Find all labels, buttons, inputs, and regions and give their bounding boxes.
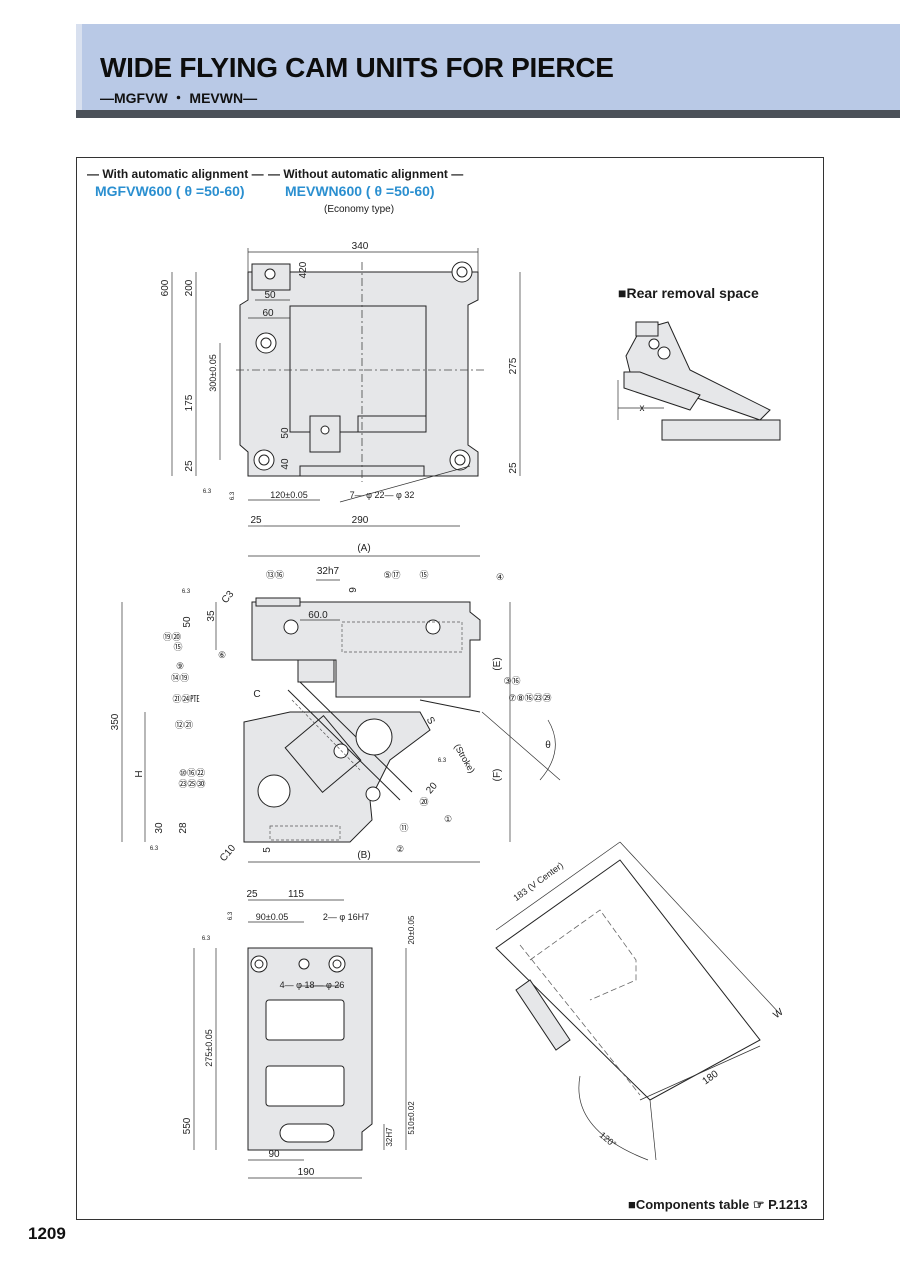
callout: ⑤⑰ <box>383 570 400 580</box>
callout: ⑳ <box>419 797 428 807</box>
dim-60: 60 <box>262 308 274 319</box>
economy-type-note: (Economy type) <box>324 204 395 215</box>
roughness-mark: 6.3 <box>203 489 212 495</box>
callout: ⑬⑯ <box>266 570 284 580</box>
dim-35: 35 <box>206 610 217 622</box>
dim-510: 510±0.02 <box>407 1101 416 1135</box>
dim-550: 550 <box>182 1117 193 1134</box>
with-alignment-heading: — With automatic alignment — <box>87 167 264 181</box>
rear-removal-title: ■Rear removal space <box>618 285 759 301</box>
callout: ③⑯ <box>503 676 520 686</box>
dim-25c: 25 <box>250 515 262 526</box>
callout: ⑭⑲ <box>171 673 189 683</box>
callout: ⑲⑳ <box>163 632 181 642</box>
without-alignment-model: MEVWN600 ( θ =50-60) <box>285 183 435 199</box>
page-subtitle: —MGFVW ・ MEVWN— <box>100 90 258 106</box>
dim-50: 50 <box>264 290 276 301</box>
roughness-mark: 6.3 <box>230 491 236 500</box>
callout: ② <box>396 844 404 854</box>
callout: ⑪ <box>399 823 408 833</box>
callout: ④ <box>496 572 504 582</box>
drawing-frame <box>76 157 824 1220</box>
callout: ㉓㉕㉚ <box>178 779 205 789</box>
dim-60: 60.0 <box>308 610 328 621</box>
dim-E: (E) <box>492 657 503 670</box>
callout: ⑨ <box>176 661 184 671</box>
dim-183: 183 (V Center) <box>511 860 565 903</box>
hole <box>264 268 276 280</box>
dim-25: 25 <box>246 889 258 900</box>
hole-spec: 7— φ 22— φ 32 <box>350 490 415 500</box>
page-title: WIDE FLYING CAM UNITS FOR PIERCE <box>100 52 614 83</box>
dim-340: 340 <box>352 241 369 252</box>
dim-600: 600 <box>160 279 171 296</box>
dim-25: 25 <box>184 460 195 472</box>
dim-350: 350 <box>110 713 121 730</box>
dim-420: 420 <box>298 261 309 278</box>
dim-C: C <box>253 689 260 700</box>
dim-28: 28 <box>178 822 189 834</box>
roughness-mark: 6.3 <box>202 936 211 942</box>
roughness-mark: 6.3 <box>438 758 447 764</box>
top-cutout <box>357 415 427 433</box>
header-rule <box>76 110 900 118</box>
dim-40: 40 <box>280 458 291 470</box>
dim-H: H <box>134 770 145 777</box>
dim-theta: θ <box>545 740 551 751</box>
components-table-link[interactable]: ■Components table ☞ P.1213 <box>628 1197 808 1212</box>
dim-200: 200 <box>184 279 195 296</box>
callout: ㉑㉔㉐ <box>172 694 199 704</box>
dim-290: 290 <box>352 515 369 526</box>
hole <box>320 425 330 435</box>
callout: ⑮ <box>173 642 182 652</box>
dim-20: 20±0.05 <box>407 915 416 944</box>
dim-275: 275±0.05 <box>204 1029 214 1066</box>
pin-spec: 2— φ 16H7 <box>323 912 369 922</box>
dim-5: 5 <box>262 847 273 853</box>
dim-W: W <box>771 1006 786 1021</box>
dim-275: 275 <box>508 357 519 374</box>
callout: ⑩⑯㉒ <box>179 768 205 778</box>
callout: ⑮ <box>419 570 428 580</box>
dim-300: 300±0.05 <box>208 354 218 391</box>
dim-90b: 90 <box>268 1149 280 1160</box>
page-number: 1209 <box>28 1224 66 1243</box>
dim-S: S <box>424 715 437 727</box>
callout: ⑥ <box>218 650 226 660</box>
roughness-mark: 6.3 <box>150 846 159 852</box>
dim-9: 9 <box>348 587 359 593</box>
hole-spec: 4— φ 18— φ 26 <box>280 980 345 990</box>
without-alignment-heading: — Without automatic alignment — <box>268 167 464 181</box>
dim-30: 30 <box>154 822 165 834</box>
rear-x-label: x <box>640 403 645 414</box>
dim-190: 190 <box>298 1167 315 1178</box>
dim-50b: 50 <box>280 427 291 439</box>
top-plate-outline <box>239 271 479 477</box>
dim-120: 120±0.05 <box>270 490 307 500</box>
dim-A: (A) <box>357 543 370 554</box>
dim-F: (F) <box>492 769 503 782</box>
roughness-mark: 6.3 <box>228 911 234 920</box>
dim-120deg: 120° <box>598 1130 619 1150</box>
dim-25b: 25 <box>508 462 519 474</box>
dim-175: 175 <box>184 394 195 411</box>
callout: ⑦⑧⑯㉓㉙ <box>508 693 551 703</box>
dim-115: 115 <box>288 889 304 900</box>
roughness-mark: 6.3 <box>182 589 191 595</box>
header-band <box>76 24 900 112</box>
with-alignment-model: MGFVW600 ( θ =50-60) <box>95 183 245 199</box>
dim-32H7: 32H7 <box>385 1127 394 1147</box>
callout: ⑫㉑ <box>175 720 193 730</box>
dim-B: (B) <box>357 850 370 861</box>
dim-90a: 90±0.05 <box>256 912 288 922</box>
callout: ① <box>444 814 452 824</box>
dim-50: 50 <box>182 616 193 628</box>
dim-32h7: 32h7 <box>317 566 340 577</box>
